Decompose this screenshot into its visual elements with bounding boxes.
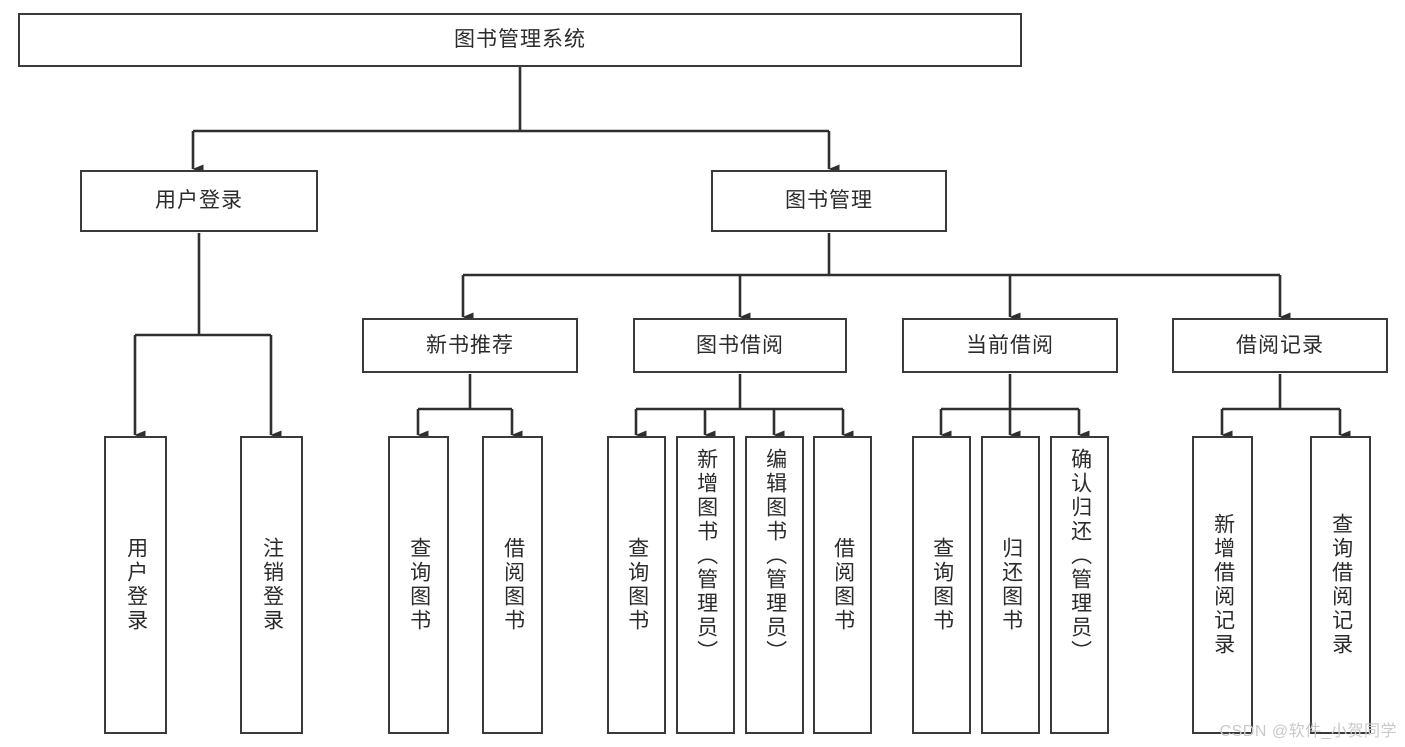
node-label: 用户登录 bbox=[155, 189, 243, 213]
node-label: 新增借阅记录 bbox=[1211, 513, 1235, 657]
node-label: 图书管理系统 bbox=[454, 28, 586, 52]
node-label: 借阅图书 bbox=[501, 537, 525, 633]
node-label: 确认归还（管理员） bbox=[1068, 448, 1092, 664]
node-label: 借阅记录 bbox=[1236, 333, 1324, 357]
node-label: 图书管理 bbox=[785, 189, 873, 213]
node-book-management[interactable]: 图书管理 bbox=[711, 170, 947, 232]
node-label: 归还图书 bbox=[999, 537, 1023, 633]
node-label: 查询图书 bbox=[625, 537, 649, 633]
node-label: 注销登录 bbox=[260, 537, 284, 633]
node-label: 查询图书 bbox=[407, 537, 431, 633]
node-label: 新书推荐 bbox=[426, 333, 514, 357]
leaf-current-confirm-return-admin[interactable]: 确认归还（管理员） bbox=[1050, 436, 1109, 734]
leaf-borrow-add-book-admin[interactable]: 新增图书（管理员） bbox=[676, 436, 735, 734]
node-user-login[interactable]: 用户登录 bbox=[80, 170, 318, 232]
node-borrow-record[interactable]: 借阅记录 bbox=[1172, 318, 1388, 373]
node-label: 用户登录 bbox=[124, 537, 148, 633]
node-label: 当前借阅 bbox=[966, 333, 1054, 357]
node-root-system[interactable]: 图书管理系统 bbox=[18, 13, 1022, 67]
node-label: 图书借阅 bbox=[696, 333, 784, 357]
node-label: 编辑图书（管理员） bbox=[763, 448, 787, 664]
leaf-current-query-book[interactable]: 查询图书 bbox=[912, 436, 971, 734]
leaf-user-login-login[interactable]: 用户登录 bbox=[104, 436, 167, 734]
leaf-borrow-query-book[interactable]: 查询图书 bbox=[607, 436, 666, 734]
node-book-borrow[interactable]: 图书借阅 bbox=[633, 318, 847, 373]
node-current-borrow[interactable]: 当前借阅 bbox=[902, 318, 1118, 373]
node-label: 新增图书（管理员） bbox=[694, 448, 718, 664]
node-new-book-recommend[interactable]: 新书推荐 bbox=[362, 318, 578, 373]
node-label: 查询借阅记录 bbox=[1329, 513, 1353, 657]
leaf-record-add-record[interactable]: 新增借阅记录 bbox=[1192, 436, 1253, 734]
leaf-borrow-edit-book-admin[interactable]: 编辑图书（管理员） bbox=[745, 436, 804, 734]
leaf-new-book-borrow[interactable]: 借阅图书 bbox=[482, 436, 543, 734]
node-label: 借阅图书 bbox=[831, 537, 855, 633]
leaf-borrow-borrow-book[interactable]: 借阅图书 bbox=[813, 436, 872, 734]
leaf-user-login-logout[interactable]: 注销登录 bbox=[240, 436, 303, 734]
leaf-new-book-query[interactable]: 查询图书 bbox=[388, 436, 449, 734]
leaf-record-query-record[interactable]: 查询借阅记录 bbox=[1310, 436, 1371, 734]
leaf-current-return-book[interactable]: 归还图书 bbox=[981, 436, 1040, 734]
node-label: 查询图书 bbox=[930, 537, 954, 633]
csdn-watermark: CSDN @软件_小贺同学 bbox=[1219, 723, 1397, 740]
